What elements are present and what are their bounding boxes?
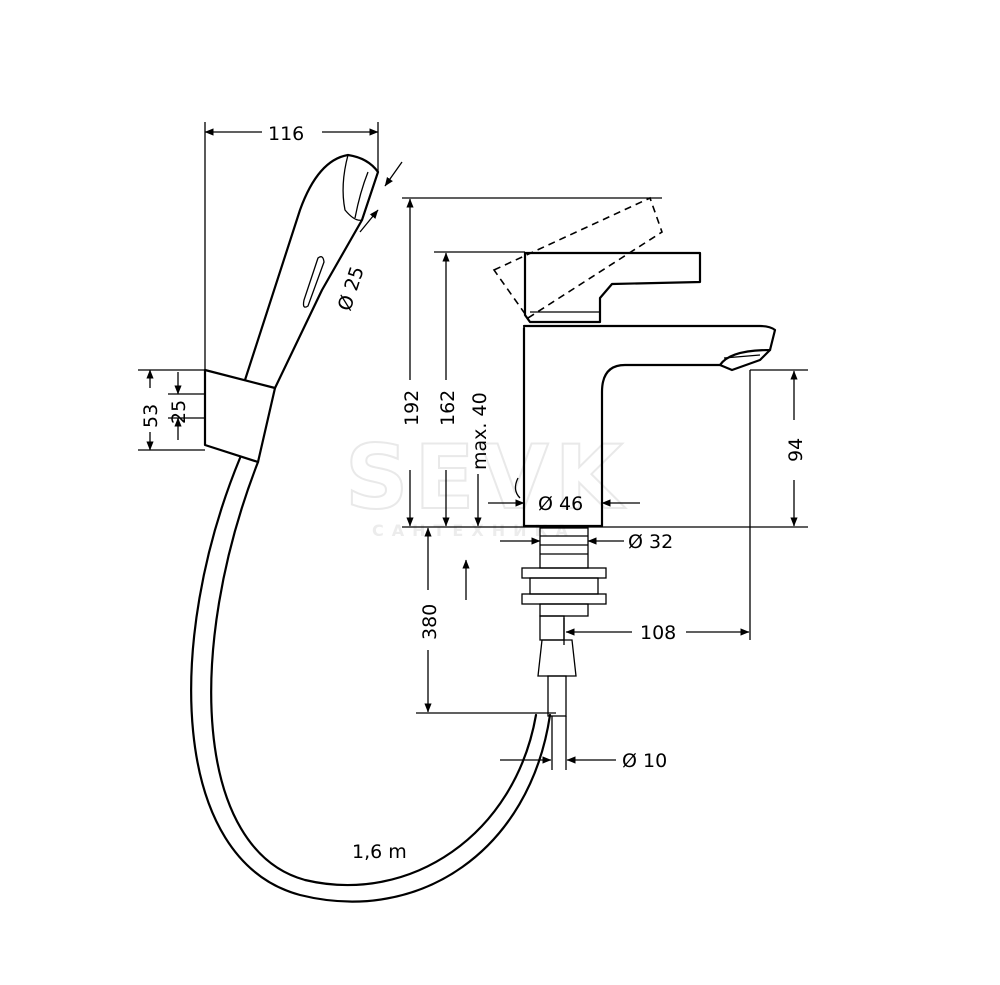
label-max-thickness: max. 40 [469,392,491,470]
watermark-subtext: САНТЕХНИКА [372,521,576,540]
label-hose-length: 1,6 m [352,841,407,863]
dimension-labels: 116 Ø 25 53 25 192 162 max. 40 Ø 46 94 Ø… [140,123,807,863]
label-thread-dia: Ø 32 [628,531,673,553]
faucet [492,196,777,717]
label-shank-length: 380 [419,604,441,640]
label-spout-height: 94 [785,438,807,462]
shower-holder [203,368,277,464]
label-height-body: 162 [437,390,459,426]
label-body-dia: Ø 46 [538,493,583,515]
label-holder-height: 53 [140,404,162,428]
label-hose-connector-dia: Ø 10 [622,750,667,772]
hand-shower [243,153,380,390]
watermark: SEVK САНТЕХНИКА [344,425,629,540]
label-height-total: 192 [401,390,423,426]
label-spout-reach: 108 [640,622,676,644]
label-shower-width: 116 [268,123,304,145]
label-shower-head-dia: Ø 25 [334,264,369,314]
label-holder-inner: 25 [168,400,190,424]
dimensions [138,122,808,770]
hose [190,456,552,903]
watermark-brand: SEVK [345,426,629,529]
